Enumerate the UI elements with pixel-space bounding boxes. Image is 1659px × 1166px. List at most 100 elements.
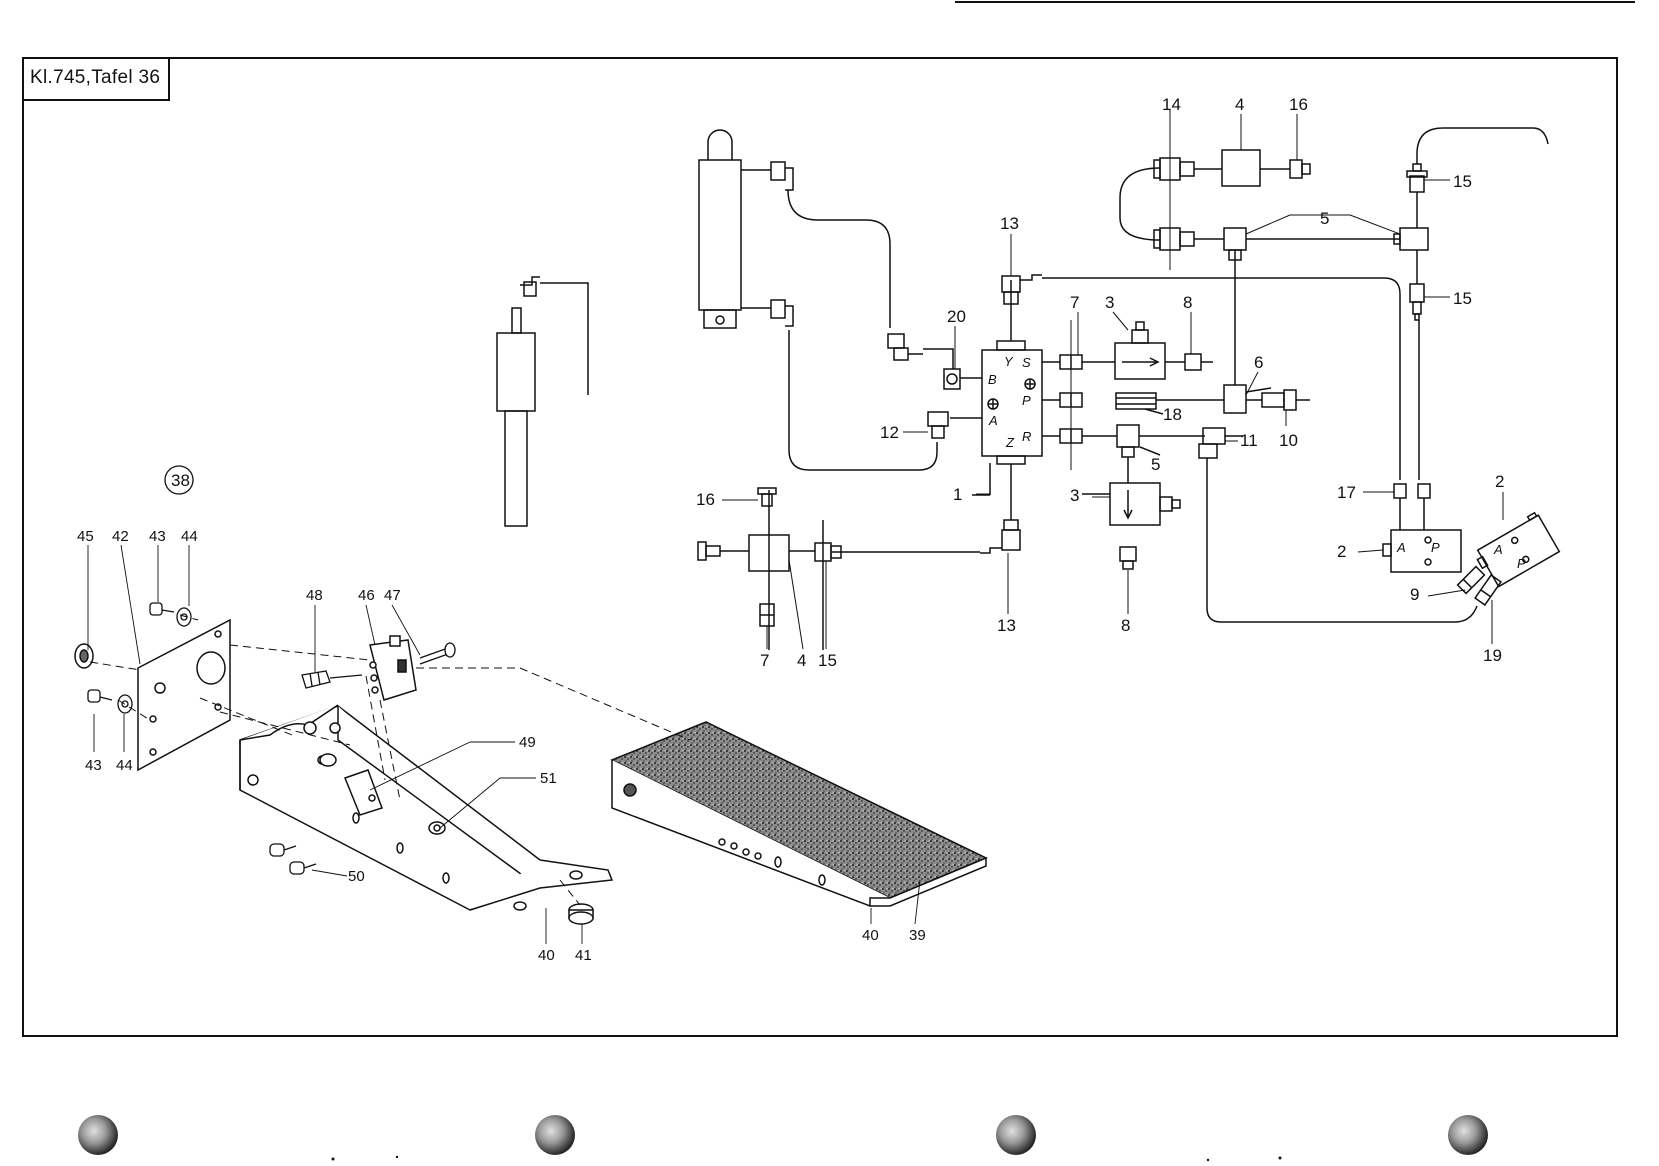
pneumatic-cylinder-large [698, 129, 938, 471]
screw-43-top [149, 602, 175, 616]
punch-hole [535, 1115, 575, 1155]
callout-6: 6 [1254, 353, 1263, 372]
page-mark [1206, 1158, 1210, 1162]
switch-46 [369, 635, 417, 701]
drawing-frame [22, 57, 1618, 1037]
silencer-18 [1115, 392, 1164, 415]
callout-7-top: 7 [1070, 293, 1079, 312]
screw-47 [419, 642, 456, 665]
plug-8-bottom [1119, 546, 1137, 570]
callout-44-bottom: 44 [116, 757, 133, 774]
plug-16-top [1289, 159, 1311, 179]
pedal-frame-40-left [239, 704, 614, 911]
elbow-11 [1198, 427, 1478, 623]
fitting-19 [1474, 574, 1502, 606]
callout-11: 11 [1240, 431, 1258, 450]
callout-38: 38 [171, 471, 190, 490]
callout-leaders-upper [722, 114, 1504, 650]
callout-13-top: 13 [1000, 214, 1019, 233]
callout-16-top: 16 [1289, 95, 1308, 114]
fitting-9 [1456, 565, 1486, 595]
screw-43-bottom [87, 689, 113, 703]
port-a: A [988, 413, 998, 428]
plug-16-lower [697, 541, 721, 561]
valve-2-right-port-a: A [1493, 542, 1503, 557]
tee-5-top [1194, 227, 1400, 261]
screws-50 [269, 843, 317, 875]
callout-43-top: 43 [149, 528, 166, 545]
spring-48 [301, 670, 363, 689]
callout-17: 17 [1337, 483, 1356, 502]
page-mark [1278, 1156, 1282, 1160]
punch-hole [78, 1115, 118, 1155]
callout-13-bottom: 13 [997, 616, 1016, 635]
callout-3-bottom: 3 [1070, 486, 1079, 505]
sheet-title-box: Kl.745,Tafel 36 [22, 57, 170, 101]
callout-40-left: 40 [538, 947, 555, 964]
port-s: S [1022, 355, 1031, 370]
port-b: B [988, 372, 997, 387]
page-mark [395, 1155, 399, 1159]
callout-5-top: 5 [1320, 209, 1329, 228]
callout-2-right: 2 [1495, 472, 1504, 491]
washer-44-bottom [117, 694, 133, 714]
callout-1: 1 [953, 485, 962, 504]
callout-49: 49 [519, 734, 536, 751]
fitting-14-bottom [1153, 227, 1195, 251]
port-p: P [1022, 393, 1031, 408]
connector-7-lower [759, 603, 775, 627]
assembly-circle [164, 465, 194, 495]
valve-2-right [1476, 511, 1561, 588]
callout-15-mid: 15 [1453, 289, 1472, 308]
washer-44-top [176, 607, 192, 627]
callout-39: 39 [909, 927, 926, 944]
fitting-13-top [1001, 274, 1401, 480]
callout-14: 14 [1162, 95, 1181, 114]
callout-8-bottom: 8 [1121, 616, 1130, 635]
throttle-valve-3-bottom [1082, 457, 1181, 526]
callout-5-mid: 5 [1151, 455, 1160, 474]
leader-lines [87, 544, 921, 944]
valve-2-left-port-a: A [1396, 540, 1406, 555]
fitting-12 [887, 333, 949, 439]
callout-12: 12 [880, 423, 899, 442]
block-4-lower [720, 490, 815, 650]
callout-4-bottom: 4 [797, 651, 806, 670]
callout-40-right: 40 [862, 927, 879, 944]
callout-46: 46 [358, 587, 375, 604]
bracket-49 [344, 769, 383, 816]
fitting-15-lower [1409, 250, 1425, 480]
callout-50: 50 [348, 868, 365, 885]
callout-43-bottom: 43 [85, 757, 102, 774]
fitting-20 [923, 348, 961, 390]
fitting-13-bottom [832, 519, 1021, 554]
port-z: Z [1005, 435, 1015, 450]
callout-19: 19 [1483, 646, 1502, 665]
fitting-15-upper [1406, 127, 1549, 228]
callout-8-top: 8 [1183, 293, 1192, 312]
callout-48: 48 [306, 587, 323, 604]
callout-20: 20 [947, 307, 966, 326]
valve-2-left-port-p: P [1431, 540, 1440, 555]
callout-15-bottom: 15 [818, 651, 837, 670]
port-r: R [1022, 429, 1031, 444]
port-y: Y [1004, 354, 1014, 369]
block-6 [1156, 250, 1272, 414]
sheet-title: Kl.745,Tafel 36 [30, 67, 161, 88]
hose-loop [1119, 167, 1161, 241]
foot-41 [568, 903, 594, 925]
tee-5-right [1393, 227, 1429, 251]
callout-9: 9 [1410, 585, 1419, 604]
block-4-top [1194, 149, 1290, 187]
assembly-lines [89, 614, 691, 906]
punch-hole [1448, 1115, 1488, 1155]
page-mark [331, 1157, 335, 1161]
throttle-valve-3-top [1082, 321, 1213, 380]
tee-5-lower [1082, 424, 1205, 458]
valve-2-left [1382, 483, 1462, 573]
callout-16-lower: 16 [696, 490, 715, 509]
fitting-15-lower-left [814, 520, 842, 650]
punch-hole [996, 1115, 1036, 1155]
nut-45 [74, 643, 94, 669]
